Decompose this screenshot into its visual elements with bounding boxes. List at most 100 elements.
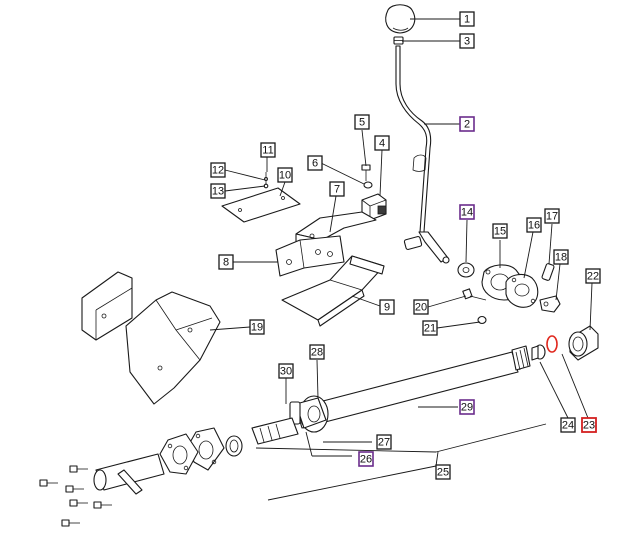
- callout-number: 12: [212, 165, 224, 177]
- callout-25: 25: [435, 464, 451, 480]
- callout-box: [413, 299, 429, 315]
- callout-27: 27: [376, 434, 392, 450]
- callout-5: 5: [354, 114, 370, 130]
- flange-plate: [159, 433, 199, 475]
- callout-box: [358, 451, 374, 467]
- splined-stub: [251, 417, 299, 445]
- callout-box: [560, 417, 576, 433]
- callout-box: [354, 114, 370, 130]
- lever-washer: [457, 262, 475, 278]
- seal-ring: [225, 435, 243, 457]
- callout-1: 1: [459, 11, 475, 27]
- small-bolts: [39, 465, 112, 527]
- callout-21: 21: [422, 320, 438, 336]
- callout-box: [329, 181, 345, 197]
- callout-number: 6: [312, 158, 318, 170]
- callout-2: 2: [459, 116, 475, 132]
- bolt-washer: [477, 315, 487, 325]
- callout-number: 28: [311, 347, 323, 359]
- callout-number: 24: [562, 420, 574, 432]
- mounting-bracket: [275, 235, 345, 277]
- callout-number: 29: [461, 402, 473, 414]
- callout-box: [526, 217, 542, 233]
- callout-number: 19: [251, 322, 263, 334]
- callout-number: 4: [379, 138, 385, 150]
- lever-knob: [385, 4, 416, 34]
- callout-box: [309, 344, 325, 360]
- callout-7: 7: [329, 181, 345, 197]
- callout-24: 24: [560, 417, 576, 433]
- drive-shaft: [295, 345, 531, 429]
- callout-number: 11: [262, 145, 273, 157]
- callout-23: 23: [581, 417, 597, 433]
- bolt: [462, 288, 487, 301]
- callout-number: 25: [437, 467, 449, 479]
- callout-box: [581, 417, 597, 433]
- base-plate: [281, 255, 385, 327]
- callout-number: 20: [415, 302, 427, 314]
- callout-11: 11: [260, 142, 276, 158]
- link-arm: [539, 295, 561, 313]
- callout-number: 27: [378, 437, 390, 449]
- callout-box: [379, 299, 395, 315]
- guard-left: [81, 271, 133, 341]
- callout-12: 12: [210, 162, 226, 178]
- callout-13: 13: [210, 183, 226, 199]
- callout-17: 17: [544, 208, 560, 224]
- callout-4: 4: [374, 135, 390, 151]
- callout-18: 18: [553, 249, 569, 265]
- callout-box: [376, 434, 392, 450]
- callout-number: 10: [279, 170, 291, 182]
- callout-box: [278, 363, 294, 379]
- callout-number: 13: [212, 186, 224, 198]
- callout-14: 14: [459, 204, 475, 220]
- callout-15: 15: [492, 223, 508, 239]
- callout-box: [459, 204, 475, 220]
- callout-8: 8: [218, 254, 234, 270]
- callout-number: 16: [528, 220, 540, 232]
- guard-right: [125, 291, 221, 405]
- o-ring: [546, 335, 558, 353]
- parts-drawing: [39, 4, 599, 527]
- callout-box: [374, 135, 390, 151]
- callout-box: [553, 249, 569, 265]
- flange: [505, 273, 539, 308]
- callout-number: 2: [464, 119, 470, 131]
- callout-number: 21: [424, 323, 436, 335]
- callout-number: 14: [461, 207, 473, 219]
- small-screw: [361, 164, 371, 181]
- callout-16: 16: [526, 217, 542, 233]
- knob-nut: [393, 36, 404, 45]
- cover-plate: [221, 187, 301, 223]
- callout-number: 26: [360, 454, 372, 466]
- callout-box: [459, 399, 475, 415]
- callout-box: [459, 33, 475, 49]
- callout-number: 8: [223, 257, 229, 269]
- callout-box: [544, 208, 560, 224]
- callout-20: 20: [413, 299, 429, 315]
- callout-28: 28: [309, 344, 325, 360]
- output-shaft: [93, 453, 165, 495]
- callout-number: 30: [280, 366, 292, 378]
- universal-joint: [289, 395, 329, 433]
- callout-box: [260, 142, 276, 158]
- callout-number: 15: [494, 226, 506, 238]
- callout-number: 5: [359, 117, 365, 129]
- callout-box: [277, 167, 293, 183]
- callout-box: [585, 268, 601, 284]
- small-washer: [363, 181, 373, 189]
- callout-box: [249, 319, 265, 335]
- callout-number: 18: [555, 252, 567, 264]
- callout-number: 3: [464, 36, 470, 48]
- callout-6: 6: [307, 155, 323, 171]
- plate-fasteners: [263, 172, 269, 189]
- callout-30: 30: [278, 363, 294, 379]
- callout-9: 9: [379, 299, 395, 315]
- callout-box: [307, 155, 323, 171]
- callout-19: 19: [249, 319, 265, 335]
- callout-box: [218, 254, 234, 270]
- bearing-sleeve: [568, 325, 599, 361]
- shift-lever: [395, 45, 450, 264]
